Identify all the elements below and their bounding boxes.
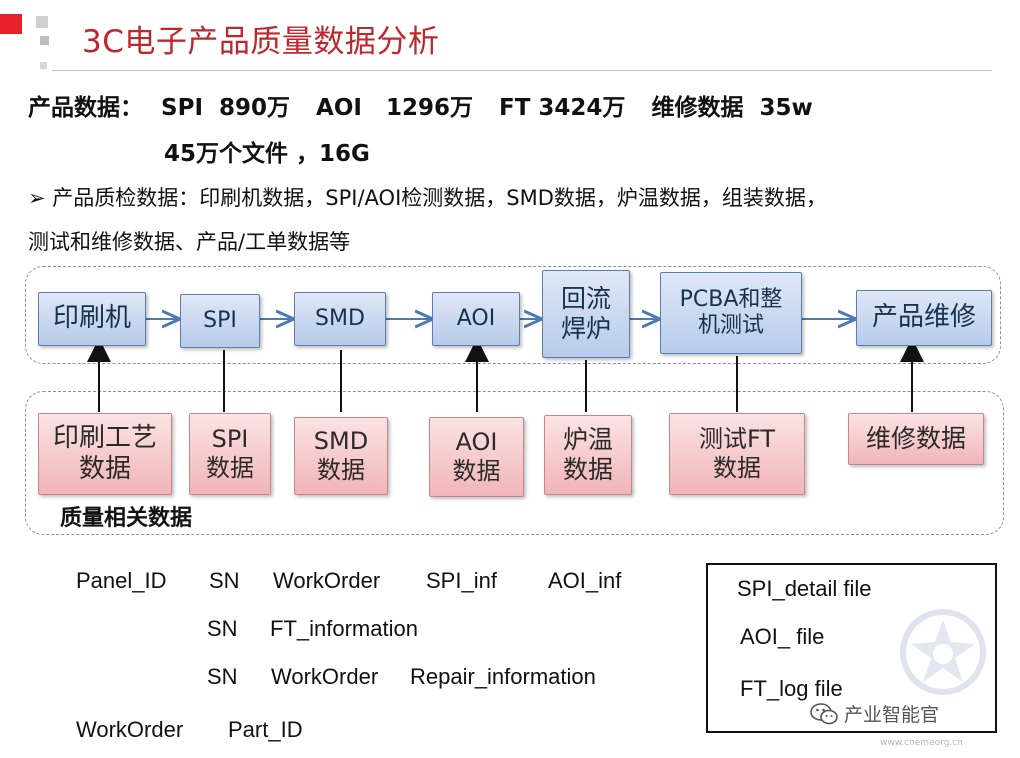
field-spi-inf: SPI_inf xyxy=(426,568,497,593)
wechat-label: 产业智能官 xyxy=(844,704,940,726)
decor-square xyxy=(36,16,48,28)
field-sn: SN xyxy=(209,568,240,593)
field-repair-information: Repair_information xyxy=(410,664,596,689)
watermark-url: www.cnemeorg.cn xyxy=(880,738,963,748)
data-box-printing: 印刷工艺 数据 xyxy=(38,413,172,495)
wechat-watermark: 产业智能官 xyxy=(810,700,939,727)
decor-square xyxy=(40,62,47,69)
data-box-aoi: AOI 数据 xyxy=(429,417,524,497)
process-step-spi: SPI xyxy=(180,294,260,348)
field-panel-id: Panel_ID xyxy=(76,568,167,593)
process-step-pcba-test: PCBA和整 机测试 xyxy=(660,272,802,354)
bullet-line-continued: 测试和维修数据、产品/工单数据等 xyxy=(28,230,351,254)
file-ft-log: FT_log file xyxy=(740,676,843,701)
product-data-line: 产品数据： SPI 890万 AOI 1296万 FT 3424万 维修数据 3… xyxy=(28,88,831,122)
field-workorder: WorkOrder xyxy=(271,664,379,689)
process-step-repair: 产品维修 xyxy=(856,290,992,346)
data-box-spi: SPI 数据 xyxy=(189,413,271,495)
bullet-marker: ➢ xyxy=(28,186,46,210)
bullet-text: 产品质检数据：印刷机数据，SPI/AOI检测数据，SMD数据，炉温数据，组装数据… xyxy=(52,186,827,210)
field-sn: SN xyxy=(207,664,238,689)
product-data-label: 产品数据： xyxy=(28,95,143,121)
field-ft-information: FT_information xyxy=(270,616,418,641)
field-part-id: Part_ID xyxy=(228,717,303,742)
data-box-test-ft: 测试FT 数据 xyxy=(669,413,805,495)
title-underline xyxy=(52,70,992,71)
quality-data-group xyxy=(25,391,1004,535)
slide-title: 3C电子产品质量数据分析 xyxy=(82,24,440,60)
process-group xyxy=(25,266,1001,364)
product-data-item: SPI 890万 xyxy=(161,95,291,121)
product-data-item: FT 3424万 xyxy=(499,95,626,121)
field-workorder: WorkOrder xyxy=(273,568,381,593)
product-data-item: 维修数据 35w xyxy=(651,95,813,121)
process-step-aoi: AOI xyxy=(432,292,520,346)
file-aoi: AOI_ file xyxy=(740,624,825,649)
decor-square xyxy=(40,36,49,45)
field-aoi-inf: AOI_inf xyxy=(548,568,622,593)
org-logo-watermark xyxy=(900,609,986,695)
product-data-item: AOI 1296万 xyxy=(316,95,473,121)
corner-accent xyxy=(0,14,22,34)
data-box-smd: SMD 数据 xyxy=(294,417,388,495)
process-step-printer: 印刷机 xyxy=(38,292,146,346)
product-files-line: 45万个文件 ，16G xyxy=(164,141,370,167)
field-workorder: WorkOrder xyxy=(76,717,184,742)
wechat-icon xyxy=(810,702,838,724)
data-box-repair: 维修数据 xyxy=(848,413,984,465)
file-spi-detail: SPI_detail file xyxy=(737,576,872,601)
data-box-oven-temp: 炉温 数据 xyxy=(544,415,632,495)
group-label: 质量相关数据 xyxy=(60,506,193,531)
bullet-line: ➢ 产品质检数据：印刷机数据，SPI/AOI检测数据，SMD数据，炉温数据，组装… xyxy=(28,182,827,212)
process-step-reflow: 回流 焊炉 xyxy=(542,270,630,358)
field-sn: SN xyxy=(207,616,238,641)
files-box xyxy=(706,563,997,733)
process-step-smd: SMD xyxy=(294,292,386,346)
